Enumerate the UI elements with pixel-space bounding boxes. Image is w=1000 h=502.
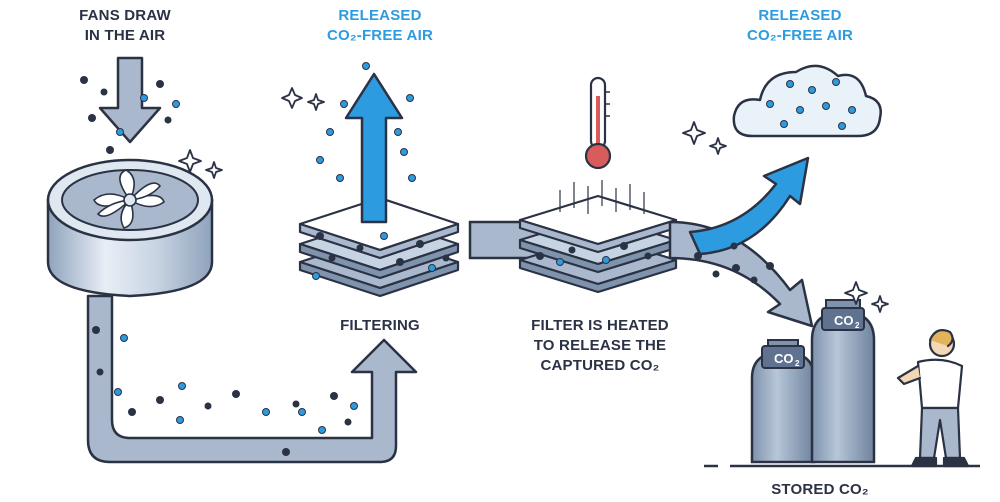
tank-large-sub: 2 [855, 321, 860, 330]
co2-tank-small: CO 2 [750, 339, 816, 464]
thermometer-icon [584, 76, 612, 170]
heated-label-line2: TO RELEASE THE [533, 337, 667, 354]
fan-blades-icon [93, 169, 165, 229]
fans-label: FANS DRAW IN THE AIR [55, 6, 195, 46]
released-label-1: RELEASED CO₂-FREE AIR [300, 6, 460, 46]
fans-label-line1: FANS DRAW [79, 7, 171, 24]
fan-unit [46, 158, 214, 298]
co2-tank-large: CO 2 [810, 299, 876, 464]
released-label-2: RELEASED CO₂-FREE AIR [720, 6, 880, 46]
tank-small-sub: 2 [795, 359, 800, 368]
heated-label-line3: CAPTURED CO₂ [540, 357, 660, 374]
released-label-2-line2: CO₂-FREE AIR [746, 27, 853, 44]
stored-label: STORED CO₂ [771, 481, 869, 498]
cloud-icon [732, 64, 882, 138]
released-label-2-line1: RELEASED [758, 7, 842, 24]
tank-large-label: CO [834, 313, 854, 328]
released-label-1-line1: RELEASED [338, 7, 422, 24]
heated-label: FILTER IS HEATED TO RELEASE THE CAPTURED… [505, 316, 695, 376]
released-label-1-line2: CO₂-FREE AIR [326, 27, 433, 44]
filtering-label: FILTERING [340, 317, 420, 334]
filter-stack-1 [298, 196, 460, 298]
heated-label-line1: FILTER IS HEATED [531, 317, 669, 334]
fans-label-line2: IN THE AIR [84, 27, 166, 44]
particles-dark [80, 76, 774, 456]
filter-stack-2 [518, 194, 678, 294]
sparkle-icons [178, 87, 889, 313]
intake-arrow [98, 56, 162, 144]
heat-lines [559, 180, 645, 214]
person-figure [896, 329, 970, 468]
fan-to-filter-pipe [86, 294, 418, 464]
tank-small-label: CO [774, 351, 794, 366]
release-arrow-2 [688, 156, 810, 256]
release-arrow-1 [344, 72, 404, 224]
particles-blue [114, 62, 856, 434]
